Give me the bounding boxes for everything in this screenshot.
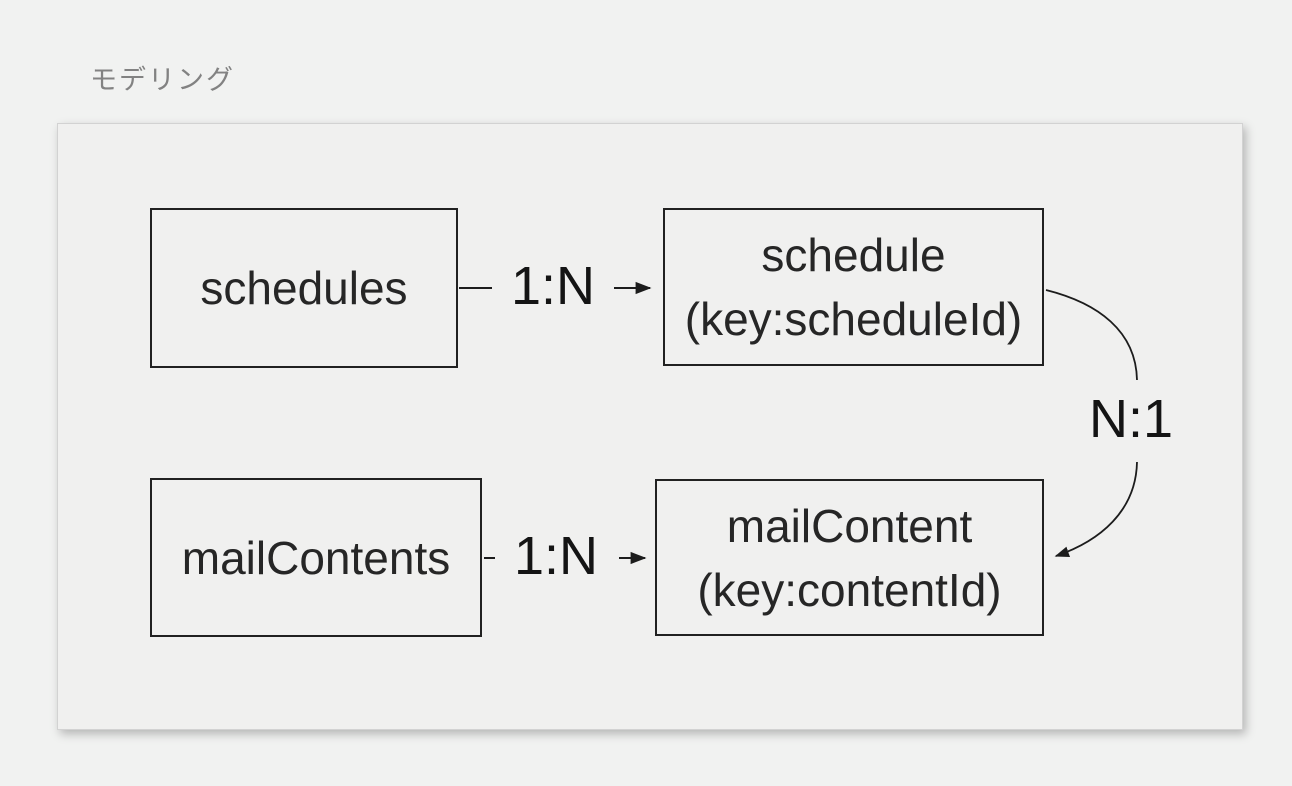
entity-label: schedules [200, 262, 408, 314]
edge-label-n1: N:1 [1088, 389, 1174, 449]
edge-label-1n-top: 1:N [510, 256, 596, 316]
entity-key-label: (key:contentId) [697, 563, 1002, 616]
edge-label-1n-bottom: 1:N [513, 526, 599, 586]
entity-node-schedules: schedules [150, 208, 458, 368]
entity-node-schedule: schedule (key:scheduleId) [663, 208, 1044, 366]
entity-key-label: (key:scheduleId) [684, 293, 1023, 345]
entity-label: mailContents [181, 531, 451, 584]
page-title: モデリング [90, 65, 235, 95]
entity-node-mailcontent: mailContent (key:contentId) [655, 479, 1044, 636]
entity-label: schedule [761, 229, 946, 281]
entity-label: mailContent [726, 499, 973, 552]
entity-node-mailcontents: mailContents [150, 478, 482, 637]
diagram-panel [57, 123, 1243, 730]
